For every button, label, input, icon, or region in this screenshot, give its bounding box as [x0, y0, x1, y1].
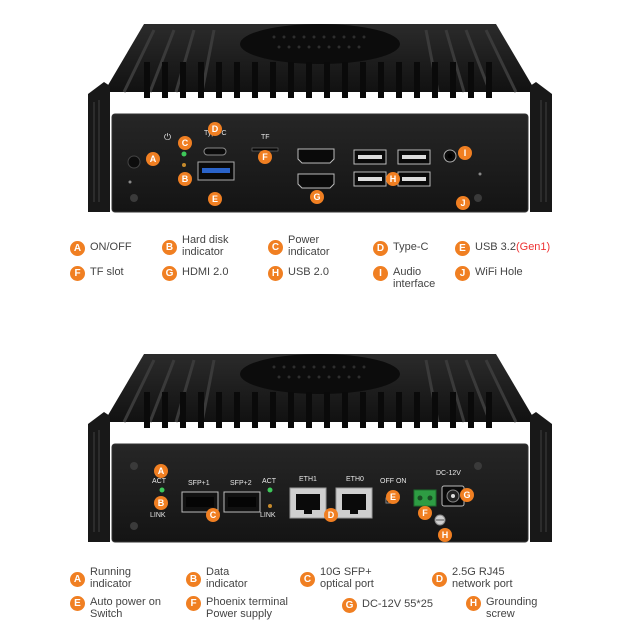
front-legend-item-b: B Hard disk indicator [162, 234, 228, 258]
back-legend-item-e: E Auto power on Switch [70, 596, 161, 620]
tf-slot-label: TF [261, 134, 270, 141]
front-callout-j: J [456, 196, 470, 210]
legend-text: Power indicator [288, 234, 330, 258]
legend-badge: E [455, 241, 470, 256]
back-panel-device: ACT LINK SFP+1 SFP+2 ACT LINK ETH1 ETH0 … [84, 352, 556, 543]
legend-badge: G [162, 266, 177, 281]
eth0-label: ETH0 [346, 476, 364, 483]
legend-text: WiFi Hole [475, 266, 523, 278]
front-callout-e: E [208, 192, 222, 206]
front-legend-item-a: A ON/OFF [70, 241, 132, 256]
legend-text: DC-12V 55*25 [362, 598, 433, 610]
back-legend-item-g: G DC-12V 55*25 [342, 598, 433, 613]
legend-badge: H [268, 266, 283, 281]
front-legend-item-d: D Type-C [373, 241, 428, 256]
back-legend-item-f: F Phoenix terminal Power supply [186, 596, 288, 620]
front-panel-device: Type-C TF ⏻ A B C D E F G H I J [84, 22, 556, 213]
back-callout-d: D [324, 508, 338, 522]
act-right-label: ACT [262, 478, 276, 485]
front-callout-d: D [208, 122, 222, 136]
back-callout-a: A [154, 464, 168, 478]
legend-badge: F [70, 266, 85, 281]
legend-badge: H [466, 596, 481, 611]
legend-text: HDMI 2.0 [182, 266, 229, 278]
back-legend: A Running indicator B Data indicator C 1… [70, 566, 590, 636]
legend-text: Grounding screw [486, 596, 538, 620]
back-callout-g: G [460, 488, 474, 502]
front-callout-f: F [258, 150, 272, 164]
back-legend-item-b: B Data indicator [186, 566, 248, 590]
off-on-label: OFF ON [380, 478, 407, 485]
legend-badge: F [186, 596, 201, 611]
back-callout-e: E [386, 490, 400, 504]
legend-text: Phoenix terminal Power supply [206, 596, 288, 620]
legend-badge: A [70, 241, 85, 256]
legend-badge: B [162, 240, 177, 255]
front-legend-item-g: G HDMI 2.0 [162, 266, 228, 281]
legend-text: Hard disk indicator [182, 234, 229, 258]
front-callout-c: C [178, 136, 192, 150]
legend-gen1: (Gen1) [515, 241, 551, 253]
back-callout-b: B [154, 496, 168, 510]
back-legend-item-c: C 10G SFP+ optical port [300, 566, 374, 590]
link-right-label: LINK [260, 512, 276, 519]
front-callout-a: A [146, 152, 160, 166]
eth1-label: ETH1 [299, 476, 317, 483]
back-legend-item-d: D 2.5G RJ45 network port [432, 566, 513, 590]
legend-text: Type-C [393, 241, 429, 253]
front-legend-item-f: F TF slot [70, 266, 124, 281]
legend-text: 2.5G RJ45 network port [452, 566, 513, 590]
legend-text: 10G SFP+ optical port [320, 566, 374, 590]
legend-badge: A [70, 572, 85, 587]
legend-badge: J [455, 266, 470, 281]
front-callout-g: G [310, 190, 324, 204]
back-callout-c: C [206, 508, 220, 522]
front-legend-item-j: J WiFi Hole [455, 266, 523, 281]
front-callout-b: B [178, 172, 192, 186]
dc-label: DC-12V [436, 470, 461, 477]
sfp1-label: SFP+1 [188, 480, 210, 487]
back-legend-item-h: H Grounding screw [466, 596, 537, 620]
legend-badge: C [268, 240, 283, 255]
legend-badge: D [432, 572, 447, 587]
power-symbol-label: ⏻ [164, 132, 172, 142]
legend-badge: I [373, 266, 388, 281]
legend-text: TF slot [90, 266, 124, 278]
legend-text: Audio interface [393, 266, 436, 290]
act-left-label: ACT [152, 478, 166, 485]
legend-badge: G [342, 598, 357, 613]
legend-text: Data indicator [206, 566, 248, 590]
legend-text: USB 2.0 [288, 266, 329, 278]
front-panel-illustration [88, 24, 552, 213]
legend-badge: E [70, 596, 85, 611]
front-callout-h: H [386, 172, 400, 186]
legend-text: ON/OFF [90, 241, 132, 253]
front-legend-item-c: C Power indicator [268, 234, 330, 258]
legend-badge: B [186, 572, 201, 587]
back-callout-h: H [438, 528, 452, 542]
back-legend-item-a: A Running indicator [70, 566, 132, 590]
legend-text: USB 3.2(Gen1) [475, 241, 551, 253]
front-legend-item-e: E USB 3.2(Gen1) [455, 241, 550, 256]
legend-text: Running indicator [90, 566, 132, 590]
front-legend-item-i: I Audio interface [373, 266, 435, 290]
front-legend-item-h: H USB 2.0 [268, 266, 329, 281]
back-callout-f: F [418, 506, 432, 520]
link-left-label: LINK [150, 512, 166, 519]
front-legend: A ON/OFF B Hard disk indicator C Power i… [70, 234, 590, 294]
legend-badge: C [300, 572, 315, 587]
legend-badge: D [373, 241, 388, 256]
legend-text: Auto power on Switch [90, 596, 161, 620]
sfp2-label: SFP+2 [230, 480, 252, 487]
front-callout-i: I [458, 146, 472, 160]
